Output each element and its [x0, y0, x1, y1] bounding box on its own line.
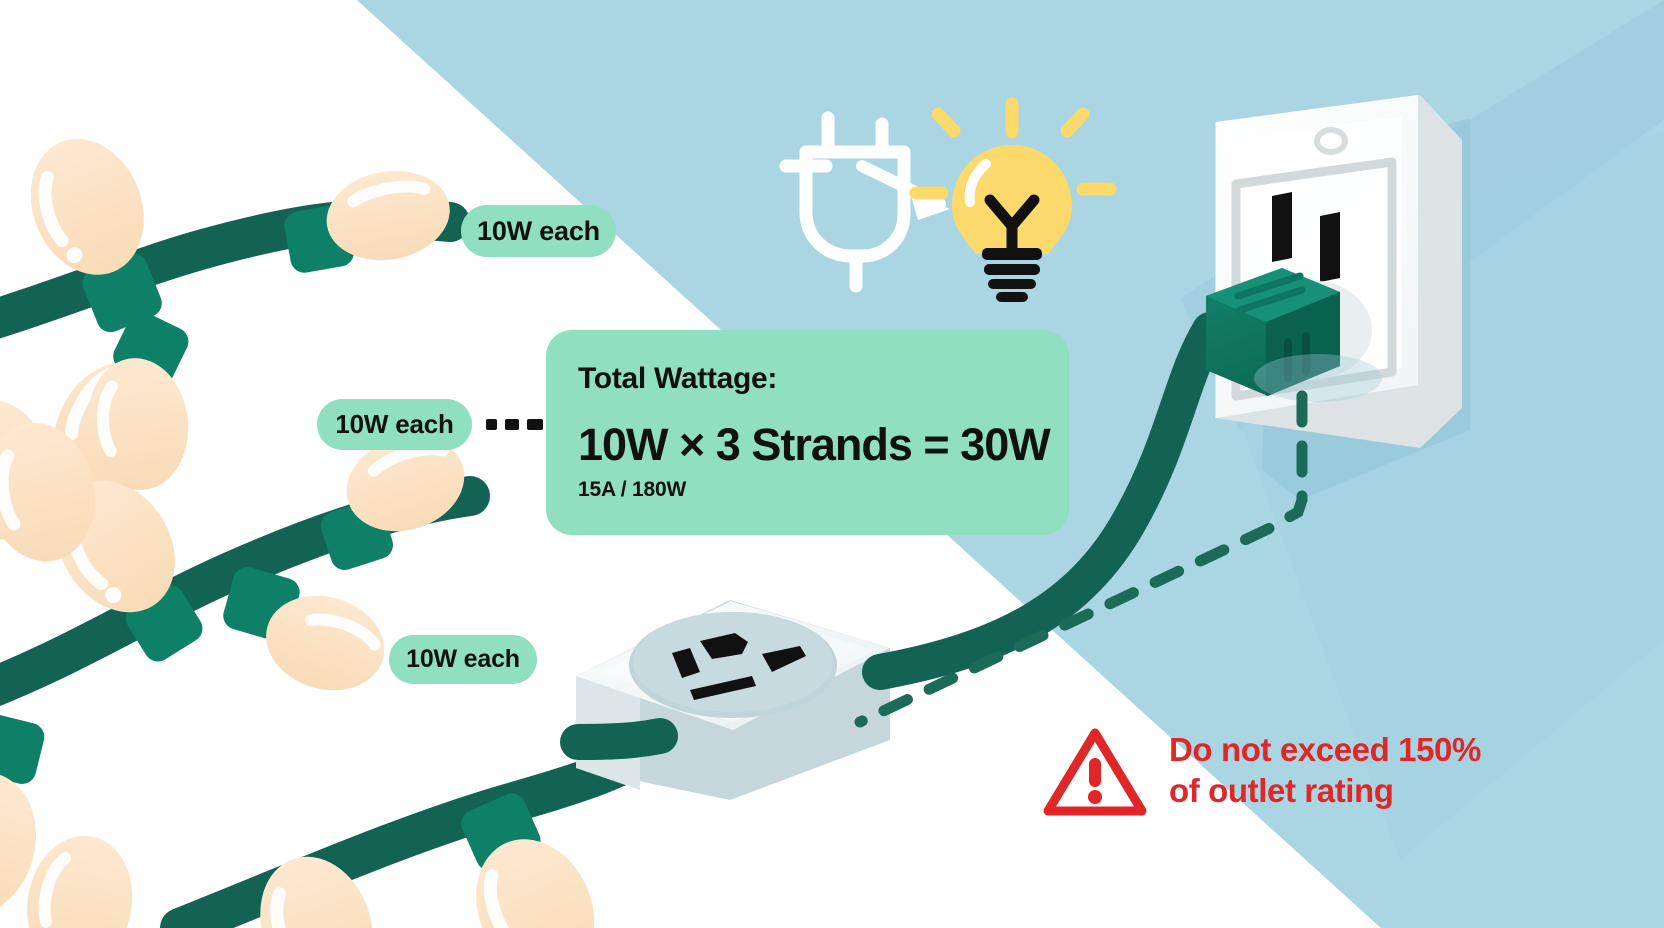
power-strip-outlet-icon[interactable]: [560, 600, 890, 800]
power-plug-icon: [779, 111, 911, 293]
plug-shadow: [1254, 354, 1382, 402]
total-wattage-title: Total Wattage:: [578, 362, 778, 395]
light-bulb-c2: [260, 856, 373, 928]
total-wattage-formula: 10W × 3 Strands = 30W: [578, 419, 1051, 470]
bulb-rays-icon: [909, 97, 1117, 200]
warning-message: Do not exceed 150% of outlet rating: [1169, 730, 1481, 811]
plug-to-bulb-icon-group: [779, 97, 1117, 302]
light-bulb-a1: [30, 138, 162, 333]
light-bulb-b4: [0, 713, 45, 915]
outlet-slot-left: [1272, 192, 1292, 262]
light-bulb-c3: [27, 835, 133, 928]
circuit-rating-text: 15A / 180W: [578, 478, 687, 501]
total-wattage-card: Total Wattage: 10W × 3 Strands = 30W 15A…: [546, 330, 1069, 535]
warning-callout: Do not exceed 150% of outlet rating: [1043, 718, 1513, 823]
bulb-highlight: [964, 159, 991, 207]
bulb-base-icon: [982, 248, 1042, 302]
warning-line-1: Do not exceed 150%: [1169, 731, 1481, 769]
wattage-badge-strand-3: 10W each: [389, 635, 537, 684]
plug-grip-line-1: [1234, 272, 1304, 300]
light-bulb-b3: [320, 436, 465, 570]
power-strip-slot-right: [762, 646, 806, 672]
light-bulb-b5: [0, 422, 95, 562]
power-strip-cord-left: [560, 718, 678, 760]
power-strip-slot-bottom: [690, 676, 756, 700]
dashed-connection-path: [854, 390, 1308, 728]
power-strip-slot-top: [700, 633, 748, 659]
light-bulb-a2: [284, 170, 450, 273]
light-bulb-c1: [461, 793, 595, 928]
power-strip-slot-left: [672, 648, 700, 678]
outlet-screw-icon: [1314, 127, 1348, 155]
light-bulb-b2: [223, 567, 385, 691]
cord-plug-icon[interactable]: [1206, 268, 1382, 402]
warning-line-2: of outlet rating: [1169, 771, 1394, 809]
wattage-badge-strand-1: 10W each: [461, 205, 616, 257]
outlet-slot-right: [1320, 212, 1340, 282]
light-bulb-b6: [87, 358, 189, 490]
power-strip-socket-inner: [633, 612, 833, 712]
light-strands-group: [0, 138, 680, 928]
badge-to-card-dashes: [486, 419, 543, 430]
main-power-cord: [862, 312, 1228, 690]
wattage-badge-strand-2: 10W each: [317, 399, 472, 450]
plug-grip-line-2: [1236, 286, 1306, 314]
warning-triangle-icon: [1043, 728, 1147, 815]
